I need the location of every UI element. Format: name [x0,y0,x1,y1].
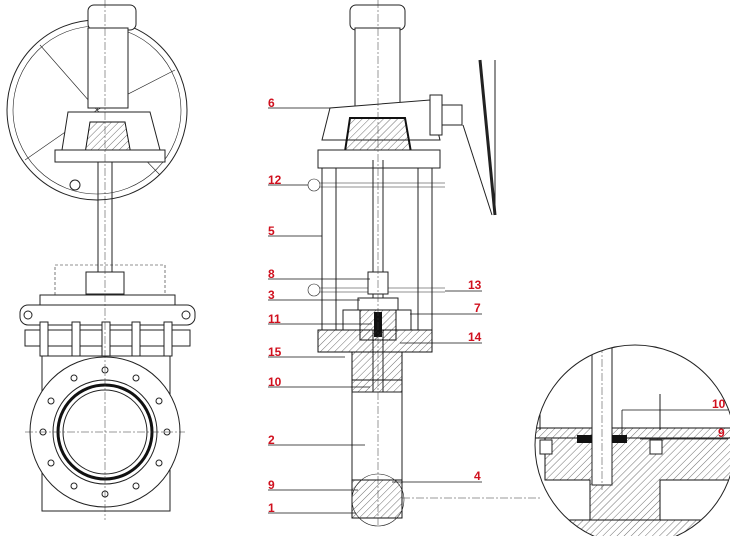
callout-1: 1 [268,501,275,515]
callout-13: 13 [468,278,482,292]
callout-8: 8 [268,267,275,281]
section-view [307,0,540,527]
callout-10: 10 [268,375,282,389]
callout-5: 5 [268,224,275,238]
callout-7: 7 [474,301,481,315]
callout-6: 6 [268,96,275,110]
callout-9: 9 [268,478,275,492]
detail-callout-10: 10 [712,397,726,411]
callout-11: 11 [268,312,281,326]
callout-3: 3 [268,288,275,302]
callout-15: 15 [268,345,282,359]
callout-4: 4 [474,469,481,483]
front-view [6,0,196,520]
detail-view [534,344,730,536]
callout-2: 2 [268,433,275,447]
callout-14: 14 [468,330,482,344]
callouts: 6 12 5 8 3 11 15 10 2 9 1 13 7 14 4 10 9 [268,96,728,515]
callout-12: 12 [268,173,282,187]
detail-callout-9: 9 [718,426,725,440]
